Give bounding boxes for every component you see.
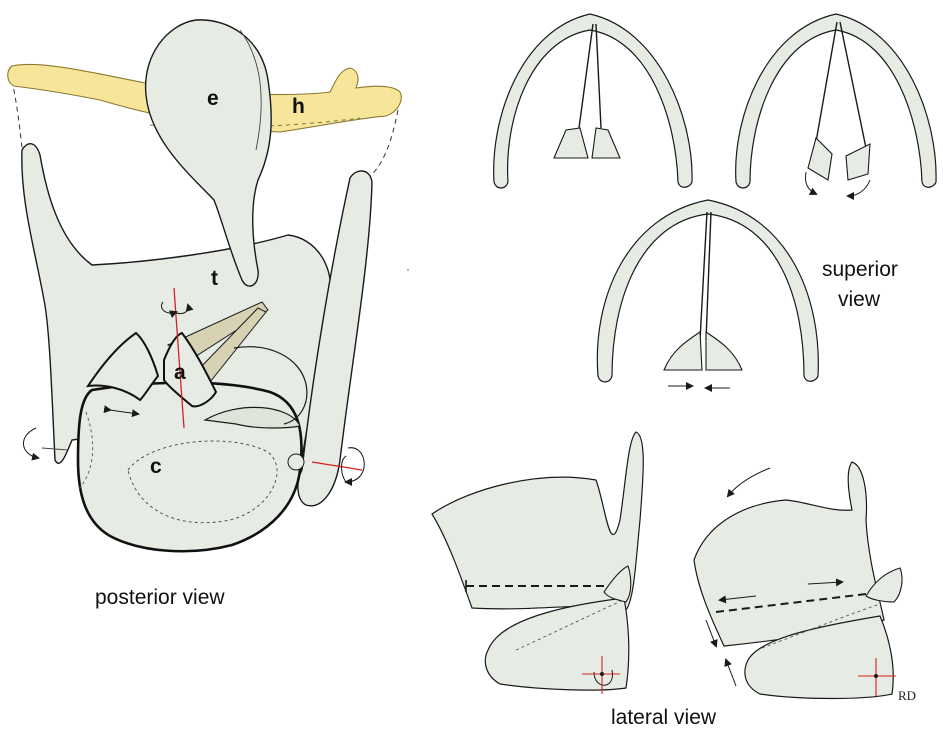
epiglottis: [144, 19, 272, 287]
caption-superior-line2: view: [838, 288, 881, 311]
arytenoid-rotation-arrow: [161, 301, 178, 318]
cricoid-lamina-edge: [203, 406, 301, 429]
right-rotation-arrow-2: [341, 455, 347, 483]
posterior-view: e h t a c posterior view: [7, 19, 402, 609]
stray-dot: [407, 269, 409, 271]
arytenoid-lateral: [865, 567, 903, 603]
pivot-dot: [600, 672, 604, 676]
stretch-arrow-left: [718, 595, 757, 604]
tilt-arrow-mid-2: [724, 658, 737, 687]
thyroid-lateral-tilted: [693, 461, 885, 647]
lateral-view-2: RD: [693, 461, 916, 703]
thyroid-arch-top: [596, 199, 819, 383]
thyroid-arch-top: [493, 13, 693, 189]
arytenoid-pair-adducted: [663, 330, 743, 371]
vocal-ligament-left: [578, 23, 594, 129]
lateral-view-1: [431, 431, 644, 694]
arytenoid-rotation-arrow-2: [173, 303, 194, 315]
label-hyoid: h: [292, 95, 305, 118]
arytenoid-lateral: [603, 565, 632, 603]
superior-view-3: superior view: [596, 199, 898, 392]
cricoid-lateral: [484, 597, 630, 691]
vocal-ligament-left: [815, 21, 838, 143]
rotation-arrow-right: [846, 179, 871, 200]
vocal-ligament-left: [699, 211, 708, 341]
tilt-arrow-top: [726, 467, 771, 498]
cricothyroid-axis-red: [311, 461, 363, 471]
vocal-ligament-right: [839, 21, 867, 149]
cricoid-lateral: [744, 615, 894, 700]
label-cricoid: c: [150, 455, 162, 478]
rotation-arrow-left: [805, 171, 818, 195]
cricoid-arch: [233, 346, 308, 425]
artist-signature: RD: [898, 688, 916, 703]
thyroid-arch-top: [735, 13, 937, 189]
epiglottis-fold: [239, 29, 262, 151]
cricoid-facet-dash: [77, 411, 94, 491]
caption-posterior-view: posterior view: [95, 586, 225, 609]
thyrohyoid-membrane-right: [367, 109, 399, 179]
vocal-ligament-right: [705, 211, 712, 341]
arytenoid-pair-closed: [553, 127, 621, 159]
label-epiglottis: e: [207, 87, 219, 110]
aryt-sliding-double-arrow: [103, 405, 140, 418]
left-rotation-arrow: [23, 427, 40, 461]
arytenoid-left: [85, 331, 160, 402]
left-axis-line: [41, 447, 69, 451]
cricothyroid-dash: [761, 603, 881, 649]
thyrohyoid-membrane-left: [11, 79, 23, 149]
right-rotation-arrow: [344, 447, 365, 486]
thyroid-superior-horn: [297, 170, 373, 507]
cricothyroid-dash: [515, 599, 625, 651]
tilt-arrow-mid-1: [705, 619, 718, 648]
superior-view-2: [735, 13, 937, 200]
label-arytenoid: a: [174, 361, 186, 384]
arytenoid-pair-open: [807, 136, 871, 181]
superior-view-1: [493, 13, 693, 189]
caption-lateral-view: lateral view: [611, 706, 717, 729]
caption-superior-line1: superior: [822, 258, 898, 281]
label-thyroid: t: [211, 267, 218, 290]
pivot-dot: [874, 674, 878, 678]
stretch-arrow-right: [807, 578, 844, 587]
vocal-ligament-right: [595, 23, 602, 129]
thyroid-lateral: [431, 431, 644, 611]
cricothyroid-joint: [287, 453, 305, 471]
